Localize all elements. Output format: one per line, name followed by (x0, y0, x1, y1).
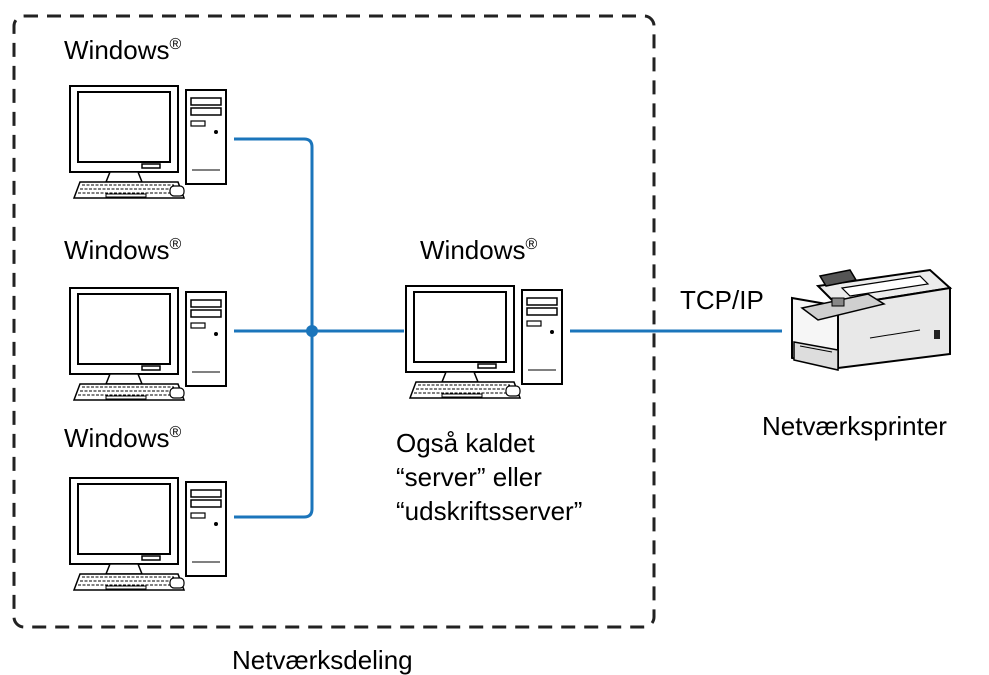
client-pc-3-os-label: Windows® (64, 423, 182, 453)
server-caption: Også kaldet “server” eller “udskriftsser… (396, 426, 582, 528)
client-pc-1-os-label: Windows® (64, 35, 182, 65)
connection-protocol-label: TCP/IP (680, 285, 764, 315)
laser-printer-icon (791, 268, 953, 371)
desktop-computer-icon (69, 477, 227, 591)
server-pc-os-label: Windows® (420, 235, 538, 265)
desktop-computer-icon (69, 85, 227, 199)
server-caption-line: “udskriftsserver” (396, 496, 583, 526)
network-junction-node (306, 325, 318, 337)
server-caption-line: Også kaldet (396, 428, 535, 458)
printer-label: Netværksprinter (762, 411, 947, 441)
network-share-label: Netværksdeling (232, 645, 413, 675)
network-share-boundary (12, 14, 656, 629)
client-pc-2-os-label: Windows® (64, 235, 182, 265)
server-caption-line: “server” eller (396, 462, 542, 492)
desktop-computer-icon (69, 287, 227, 401)
desktop-computer-icon (405, 285, 563, 399)
